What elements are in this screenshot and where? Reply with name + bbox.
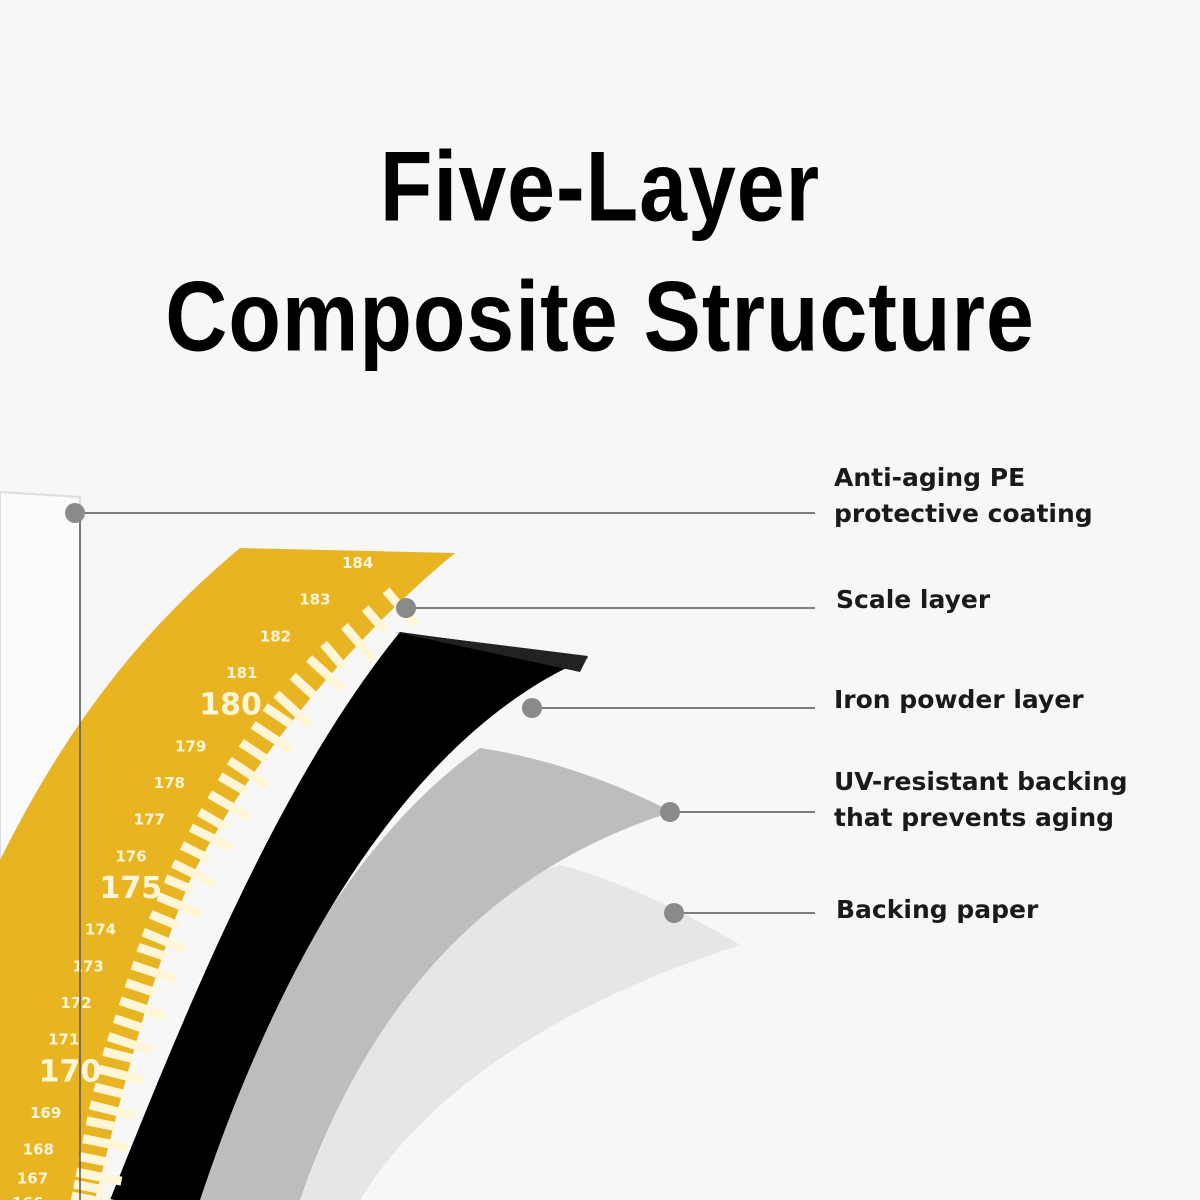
scale-number: 168 bbox=[23, 1141, 54, 1159]
scale-tick bbox=[70, 1191, 115, 1200]
page-title-line-1: Five-Layer bbox=[379, 131, 821, 243]
leader-dots bbox=[65, 503, 684, 923]
scale-number: 170 bbox=[39, 1054, 102, 1089]
label-pe-coating-line-1: Anti-aging PE bbox=[834, 463, 1026, 492]
scale-tick bbox=[197, 808, 228, 832]
scale-tick bbox=[118, 996, 166, 1020]
scale-tick bbox=[73, 1179, 105, 1195]
scale-tick bbox=[207, 790, 252, 822]
scale-tick bbox=[136, 942, 168, 961]
backing-paper-dot bbox=[664, 903, 684, 923]
leader-lines bbox=[75, 512, 815, 1200]
scale-number: 166 bbox=[12, 1194, 43, 1200]
scale-tick bbox=[75, 1167, 123, 1186]
scale-number: 178 bbox=[154, 774, 185, 792]
scale-number: 179 bbox=[175, 737, 206, 755]
scale-tick bbox=[156, 892, 203, 919]
scale-tick bbox=[88, 1100, 136, 1121]
scale-tick bbox=[320, 640, 347, 670]
scale-tick bbox=[238, 738, 269, 764]
scale-number: 169 bbox=[30, 1104, 61, 1122]
scale-tick bbox=[163, 874, 195, 895]
scale-tick bbox=[112, 1014, 145, 1033]
scale-number: 167 bbox=[17, 1170, 48, 1188]
scale-tick bbox=[141, 927, 188, 954]
scale-number: 173 bbox=[73, 957, 104, 975]
scale-tick bbox=[82, 1134, 130, 1153]
scale-tick bbox=[250, 721, 294, 755]
page-title-line-2: Composite Structure bbox=[165, 261, 1035, 373]
label-backing-paper-line-1: Backing paper bbox=[836, 895, 1039, 924]
uv-backing-dot bbox=[660, 802, 680, 822]
scale-tick bbox=[78, 1152, 110, 1167]
scale-tick bbox=[93, 1082, 125, 1099]
label-backing-paper: Backing paper bbox=[836, 892, 1038, 928]
uv-backing-layer bbox=[190, 748, 672, 1200]
scale-tick bbox=[188, 823, 235, 853]
label-pe-coating: Anti-aging PE protective coating bbox=[834, 460, 1093, 532]
scale-tick bbox=[124, 978, 157, 997]
scale-number: 176 bbox=[115, 847, 146, 865]
label-uv-backing-line-1: UV-resistant backing bbox=[834, 767, 1128, 796]
label-pe-coating-line-2: protective coating bbox=[834, 499, 1093, 528]
scale-tick bbox=[179, 841, 211, 863]
scale-tick bbox=[262, 703, 293, 728]
scale-numbers: 184 183 182 181 180 179 178 177 176 175 174 173 172 1… bbox=[12, 554, 373, 1200]
scale-tick bbox=[97, 1064, 145, 1085]
scale-number: 174 bbox=[85, 921, 116, 939]
scale-tick bbox=[130, 960, 178, 984]
scale-number: 183 bbox=[299, 591, 330, 609]
scale-number: 171 bbox=[48, 1031, 79, 1049]
label-iron-powder: Iron powder layer bbox=[834, 682, 1084, 718]
scale-number: 172 bbox=[60, 994, 91, 1012]
backing-paper-layer bbox=[300, 865, 740, 1200]
iron-powder-dot bbox=[522, 698, 542, 718]
scale-number: 181 bbox=[226, 664, 257, 682]
scale-tick bbox=[217, 772, 249, 796]
scale-number: 177 bbox=[134, 811, 165, 829]
scale-tick bbox=[306, 655, 347, 693]
label-iron-powder-line-1: Iron powder layer bbox=[834, 685, 1084, 714]
pe-coating-dot bbox=[65, 503, 85, 523]
scale-tick bbox=[106, 1032, 154, 1056]
label-scale-layer-line-1: Scale layer bbox=[836, 585, 991, 614]
scale-tick bbox=[85, 1116, 117, 1132]
scale-number: 182 bbox=[260, 627, 291, 645]
label-uv-backing-line-2: that prevents aging bbox=[834, 803, 1115, 832]
scale-tick bbox=[273, 690, 314, 729]
iron-powder-layer bbox=[110, 632, 588, 1200]
label-scale-layer: Scale layer bbox=[836, 582, 990, 618]
scale-tick bbox=[361, 605, 389, 634]
scale-tick bbox=[171, 859, 217, 888]
scale-number: 184 bbox=[342, 554, 373, 572]
scale-tick bbox=[226, 756, 271, 790]
scale-tick bbox=[289, 672, 318, 700]
scale-tick bbox=[148, 910, 181, 930]
scale-layer-dot bbox=[396, 598, 416, 618]
scale-number: 175 bbox=[100, 871, 163, 906]
scale-tick bbox=[340, 623, 378, 664]
label-uv-backing: UV-resistant backing that prevents aging bbox=[834, 764, 1128, 836]
scale-tick bbox=[102, 1046, 134, 1063]
scale-number: 180 bbox=[199, 688, 262, 723]
